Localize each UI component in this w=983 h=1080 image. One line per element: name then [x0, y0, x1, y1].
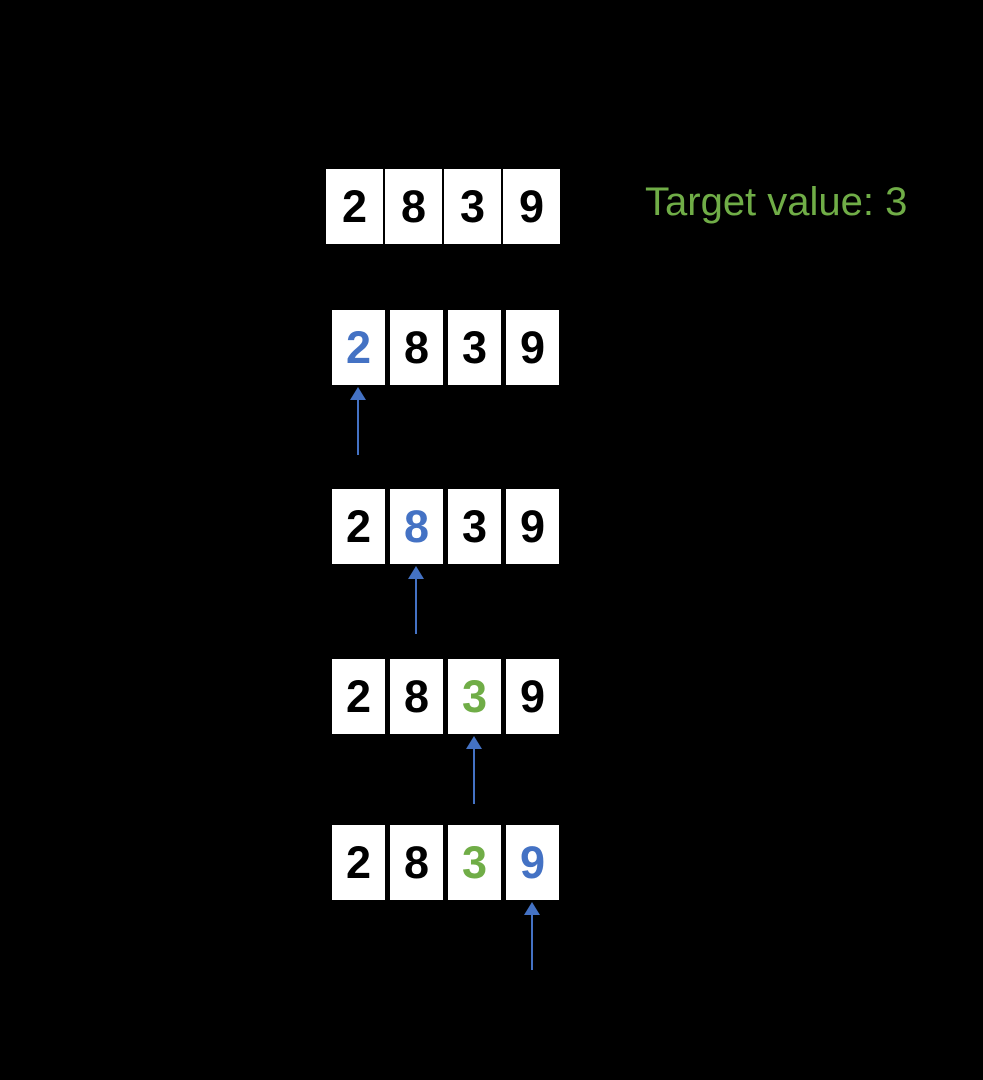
up-arrow-icon [524, 902, 540, 970]
cell-value: 9 [519, 837, 546, 888]
up-arrow-icon [408, 566, 424, 634]
array-cell: 2 [326, 169, 383, 244]
array-cell: 2 [332, 659, 385, 734]
array-cell: 9 [503, 169, 560, 244]
arrow-shaft [473, 749, 475, 804]
array-cell: 9 [506, 310, 559, 385]
array-cell: 8 [390, 825, 443, 900]
array-cell: 8 [390, 659, 443, 734]
cell-value: 8 [403, 501, 430, 552]
cell-value: 3 [461, 837, 488, 888]
arrow-shaft [531, 915, 533, 970]
array-row: 2 8 3 9 [332, 659, 559, 734]
array-cell: 2 [332, 310, 385, 385]
array-cell: 3 [448, 825, 501, 900]
up-arrow-icon [350, 387, 366, 455]
array-cell: 2 [332, 489, 385, 564]
array-cell: 8 [385, 169, 442, 244]
array-cell: 8 [390, 489, 443, 564]
cell-value: 9 [519, 501, 546, 552]
cell-value: 9 [518, 181, 545, 232]
array-cell: 9 [506, 825, 559, 900]
cell-value: 2 [345, 671, 372, 722]
array-row: 2 8 3 9 [332, 310, 559, 385]
cell-value: 8 [403, 322, 430, 373]
target-value-label: Target value: 3 [645, 180, 908, 224]
arrow-shaft [357, 400, 359, 455]
arrow-head [466, 736, 482, 749]
cell-value: 9 [519, 322, 546, 373]
array-cell: 8 [390, 310, 443, 385]
arrow-head [408, 566, 424, 579]
up-arrow-icon [466, 736, 482, 804]
array-cell: 3 [448, 659, 501, 734]
array-row: 2 8 3 9 [332, 825, 559, 900]
cell-value: 2 [345, 501, 372, 552]
cell-value: 3 [459, 181, 486, 232]
array-row: 2 8 3 9 [332, 489, 559, 564]
arrow-shaft [415, 579, 417, 634]
array-cell: 9 [506, 659, 559, 734]
cell-value: 3 [461, 322, 488, 373]
cell-value: 8 [400, 181, 427, 232]
cell-value: 3 [461, 671, 488, 722]
cell-value: 3 [461, 501, 488, 552]
arrow-head [350, 387, 366, 400]
array-cell: 3 [444, 169, 501, 244]
array-row: 2 8 3 9 [326, 169, 560, 244]
cell-value: 2 [345, 322, 372, 373]
cell-value: 8 [403, 837, 430, 888]
arrow-head [524, 902, 540, 915]
cell-value: 2 [341, 181, 368, 232]
cell-value: 8 [403, 671, 430, 722]
array-cell: 3 [448, 489, 501, 564]
cell-value: 2 [345, 837, 372, 888]
array-cell: 9 [506, 489, 559, 564]
cell-value: 9 [519, 671, 546, 722]
array-cell: 2 [332, 825, 385, 900]
array-cell: 3 [448, 310, 501, 385]
